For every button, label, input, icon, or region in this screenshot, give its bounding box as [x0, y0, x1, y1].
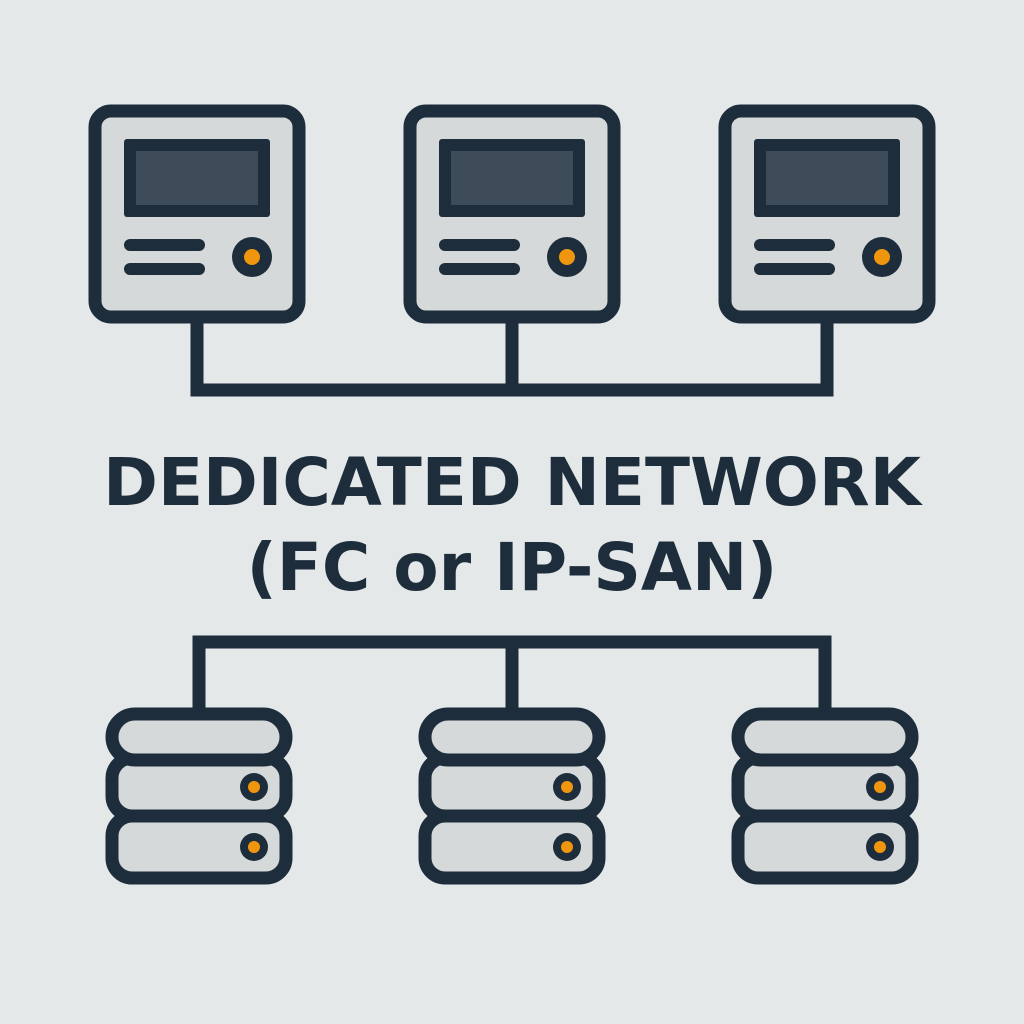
storage-network-bus — [192, 635, 832, 712]
server-screen — [136, 151, 258, 205]
disk-led-icon — [874, 841, 886, 853]
title-line-2: (FC or IP-SAN) — [247, 529, 778, 606]
disk-led-icon — [248, 841, 260, 853]
server-2 — [403, 104, 621, 324]
disk-top — [105, 707, 293, 767]
server-3 — [718, 104, 936, 324]
disk-led-icon — [874, 781, 886, 793]
storage-2 — [418, 707, 606, 885]
power-led-icon — [244, 249, 260, 265]
server-1 — [88, 104, 306, 324]
disk-led-icon — [248, 781, 260, 793]
storage-3 — [731, 707, 919, 885]
server-screen — [451, 151, 573, 205]
storage-1 — [105, 707, 293, 885]
server-screen — [766, 151, 888, 205]
disk-top — [418, 707, 606, 767]
disk-led-icon — [561, 781, 573, 793]
title-line-1: DEDICATED NETWORK — [103, 444, 924, 521]
server-network-bus — [190, 320, 834, 397]
disk-led-icon — [561, 841, 573, 853]
power-led-icon — [559, 249, 575, 265]
power-led-icon — [874, 249, 890, 265]
disk-top — [731, 707, 919, 767]
